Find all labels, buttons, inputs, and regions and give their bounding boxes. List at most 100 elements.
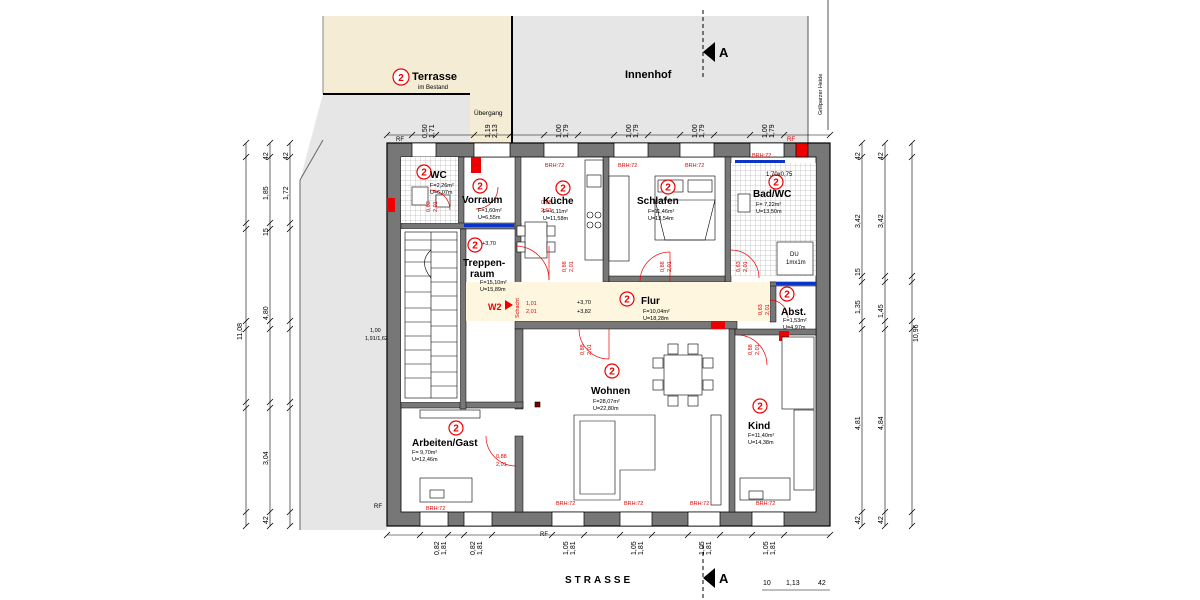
kind-furniture — [739, 336, 815, 501]
room-badge: 2 — [752, 398, 768, 414]
section-label-top: A — [719, 45, 729, 60]
svg-text:4,84: 4,84 — [878, 416, 885, 430]
abst-name: Abst. — [781, 307, 806, 318]
room-badge: 2 — [604, 363, 620, 379]
treppenraum-name1: Treppen- — [463, 258, 505, 269]
windows-top — [411, 142, 809, 158]
bed-schlafen — [608, 175, 716, 262]
svg-text:42: 42 — [818, 580, 826, 587]
svg-text:2: 2 — [773, 178, 779, 189]
terrasse-label: Terrasse — [412, 71, 457, 83]
svg-text:0,82: 0,82 — [470, 541, 477, 555]
wohnen-area: F=28,07m² — [593, 399, 620, 405]
svg-text:BRH:72: BRH:72 — [618, 163, 637, 169]
room-wohnen: Wohnen F=28,07m² U=22,80m — [591, 386, 630, 412]
svg-text:1,81: 1,81 — [706, 541, 713, 555]
flur-floor — [466, 282, 770, 321]
svg-text:4,80: 4,80 — [263, 306, 270, 320]
svg-text:2,01: 2,01 — [765, 304, 771, 315]
svg-text:10: 10 — [763, 580, 771, 587]
abst-area: F=1,53m² — [783, 318, 807, 324]
room-wc: WC F=2,26m² U=6,07m — [430, 170, 454, 196]
svg-text:1,85: 1,85 — [263, 186, 270, 200]
bath-fixtures — [411, 186, 814, 276]
svg-text:42: 42 — [855, 152, 862, 160]
exterior — [299, 0, 829, 530]
svg-text:0,50: 0,50 — [422, 124, 429, 138]
kueche-perimeter: U=11,58m — [543, 216, 569, 222]
room-abst: Abst. F=1,53m² U=4,97m — [781, 307, 807, 331]
innenhof-label: Innenhof — [625, 69, 672, 81]
svg-text:42: 42 — [878, 516, 885, 524]
wohnen-name: Wohnen — [591, 386, 630, 397]
svg-text:2: 2 — [560, 184, 566, 195]
terrasse-sublabel: im Bestand — [418, 85, 448, 91]
svg-text:0,88: 0,88 — [660, 261, 666, 272]
arbeiten-perimeter: U=12,46m — [412, 457, 438, 463]
bad-perimeter: U=13,50m — [756, 209, 782, 215]
w2-label: W2 — [488, 302, 502, 312]
svg-text:BRH:72: BRH:72 — [545, 163, 564, 169]
treppenraum-name2: raum — [470, 269, 495, 280]
svg-text:2,01: 2,01 — [541, 208, 552, 214]
svg-text:BRH:72: BRH:72 — [756, 501, 775, 507]
svg-text:10,96: 10,96 — [913, 324, 920, 342]
svg-text:BRH:72: BRH:72 — [426, 506, 445, 512]
room-badge: 2 — [555, 180, 571, 196]
svg-text:1,81: 1,81 — [638, 541, 645, 555]
section-arrow-bottom: A — [702, 545, 729, 600]
room-flur: Flur F=10,04m² U=18,28m +3,70 +3,82 — [577, 296, 670, 322]
arbeiten-name: Arbeiten/Gast — [412, 438, 478, 449]
flur-level2: +3,82 — [577, 309, 591, 315]
svg-text:1,00: 1,00 — [692, 124, 699, 138]
svg-text:2: 2 — [609, 367, 615, 378]
arbeiten-furniture — [419, 409, 481, 503]
svg-text:2: 2 — [421, 168, 427, 179]
svg-text:BRH:72: BRH:72 — [690, 501, 709, 507]
vorraum-name: Vorraum — [462, 195, 502, 206]
room-badge: 2 — [472, 178, 488, 194]
neighbor-label: Grillparzer Heide — [818, 74, 824, 115]
treppenraum-floor — [401, 229, 460, 402]
uebergang-area — [470, 16, 512, 144]
room-badge: 2 — [467, 237, 483, 253]
svg-text:1,00: 1,00 — [556, 124, 563, 138]
schlafen-perimeter: U=13,54m — [648, 216, 674, 222]
room-kueche: Küche F= 6,11m² U=11,58m — [543, 196, 574, 222]
dims-right: 42 3,42 15 1,35 4,81 42 42 3,42 1,45 4,8… — [855, 152, 920, 524]
svg-text:2: 2 — [398, 73, 404, 84]
interior-walls — [400, 156, 817, 513]
door-swings — [429, 186, 789, 467]
room-badge: 2 — [660, 179, 676, 195]
svg-text:15: 15 — [855, 268, 862, 276]
svg-text:1,79: 1,79 — [563, 124, 570, 138]
room-bad: Bad/WC F= 7,22m² U=13,50m 1,70x0,75 DU 1… — [753, 172, 806, 266]
svg-text:1,79: 1,79 — [769, 124, 776, 138]
treppenraum-area: F=15,10m² — [480, 280, 507, 286]
rf-label-3: RF — [374, 504, 382, 510]
room-kind: Kind F=11,40m² U=14,38m — [748, 421, 775, 446]
svg-text:0,82: 0,82 — [434, 541, 441, 555]
svg-text:1,35: 1,35 — [855, 300, 862, 314]
kind-name: Kind — [748, 421, 770, 432]
arbeiten-area: F= 9,70m² — [412, 450, 437, 456]
treppenraum-perimeter: U=15,89m — [480, 287, 506, 293]
rf-label-2: RF — [787, 137, 795, 143]
svg-text:BRH:72: BRH:72 — [752, 153, 771, 159]
floor-badge-terrasse: 2 — [392, 68, 410, 86]
dim-ticks — [242, 131, 916, 539]
svg-text:1,00: 1,00 — [626, 124, 633, 138]
neighbor-area — [300, 94, 470, 530]
svg-text:1,72: 1,72 — [283, 186, 290, 200]
svg-text:2,01: 2,01 — [496, 462, 507, 468]
svg-text:2: 2 — [453, 424, 459, 435]
flur-name: Flur — [641, 296, 660, 307]
abst-perimeter: U=4,97m — [783, 325, 806, 331]
flur-area: F=10,04m² — [643, 309, 670, 315]
kitchen-furniture — [516, 159, 604, 261]
vorraum-area: F=1,60m² — [478, 208, 502, 214]
flur-level1: +3,70 — [577, 300, 591, 306]
kind-area: F=11,40m² — [748, 433, 775, 439]
wohnen-perimeter: U=22,80m — [593, 406, 619, 412]
